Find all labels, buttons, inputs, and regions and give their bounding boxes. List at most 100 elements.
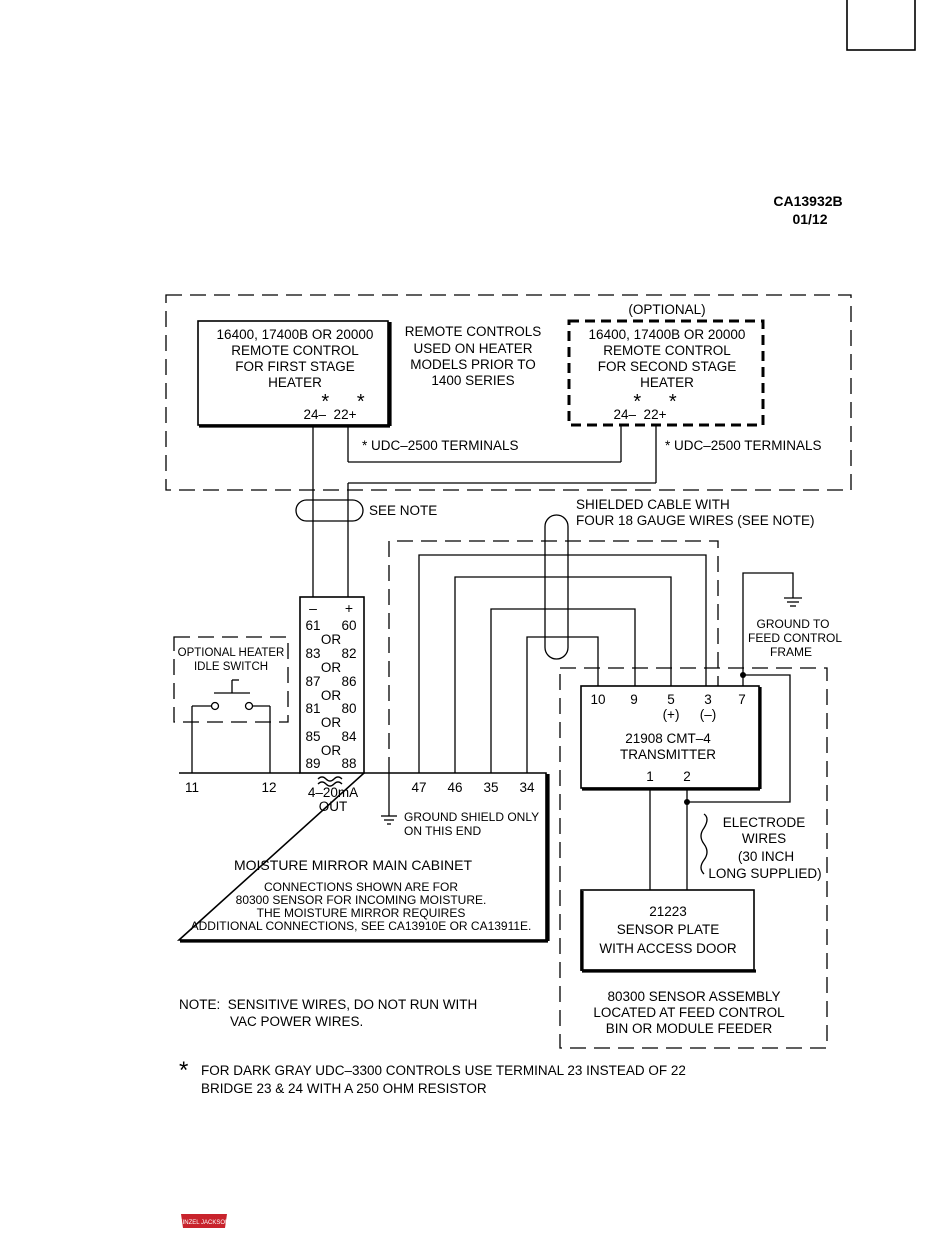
electrode-label: LONG SUPPLIED) bbox=[708, 866, 821, 881]
electrode-label: (30 INCH bbox=[738, 849, 794, 864]
transmitter-polarity: (+) bbox=[663, 707, 680, 722]
idle-switch-label: IDLE SWITCH bbox=[194, 661, 268, 673]
cabinet-terminal: 47 bbox=[411, 780, 426, 795]
wire-47-to-3 bbox=[418, 554, 707, 773]
output-label: 4–20mA bbox=[308, 785, 358, 800]
ground-shield-note: ON THIS END bbox=[404, 824, 481, 838]
remote-first-terminals: 24– 22+ bbox=[304, 407, 357, 422]
wire-35-to-9 bbox=[490, 608, 636, 773]
footnote-star: * bbox=[179, 1057, 188, 1084]
cabinet-ground-icon bbox=[381, 773, 397, 825]
terminal-or: OR bbox=[321, 688, 342, 703]
remote-control-first-stage: 16400, 17400B OR 20000 REMOTE CONTROL FO… bbox=[197, 320, 392, 428]
sensor-plate-21223: 21223 SENSOR PLATE WITH ACCESS DOOR bbox=[580, 889, 756, 973]
electrode-label: WIRES bbox=[742, 831, 786, 846]
ground-frame-label: GROUND TO bbox=[757, 617, 830, 631]
company-logo: KINZEL JACKSON bbox=[179, 1214, 230, 1228]
terminal-or: OR bbox=[321, 743, 342, 758]
sensor-plate-label: WITH ACCESS DOOR bbox=[599, 941, 737, 956]
remote-second-line: HEATER bbox=[640, 375, 694, 390]
footnote-line: BRIDGE 23 & 24 WITH A 250 OHM RESISTOR bbox=[201, 1081, 487, 1096]
remote-note-line: REMOTE CONTROLS bbox=[405, 324, 542, 339]
sensor-assembly-label: LOCATED AT FEED CONTROL bbox=[593, 1005, 785, 1020]
terminal-number: 83 bbox=[305, 646, 320, 661]
ground-shield-note: GROUND SHIELD ONLY bbox=[404, 810, 539, 824]
moisture-mirror-main-cabinet: 11 12 47 46 35 34 4–20mA OUT GROUND SHIE… bbox=[176, 772, 550, 943]
transmitter-terminal: 5 bbox=[667, 692, 675, 707]
cable-shield-outline bbox=[388, 540, 719, 773]
remote-note-line: 1400 SERIES bbox=[431, 373, 514, 388]
terminal-number: 89 bbox=[305, 756, 320, 771]
terminal-number: 60 bbox=[341, 618, 356, 633]
cabinet-terminal: 35 bbox=[483, 780, 498, 795]
terminal-number: 87 bbox=[305, 674, 320, 689]
transmitter-label: TRANSMITTER bbox=[620, 747, 716, 762]
cabinet-note: CONNECTIONS SHOWN ARE FOR bbox=[264, 880, 458, 894]
frame-ground-icon bbox=[784, 597, 802, 607]
terminal-number: 84 bbox=[341, 729, 357, 744]
cabinet-note: 80300 SENSOR FOR INCOMING MOISTURE. bbox=[236, 893, 487, 907]
optional-label: (OPTIONAL) bbox=[628, 302, 705, 317]
terminal-strip: – + 61 60 OR 83 82 OR 87 86 OR 81 80 OR … bbox=[299, 596, 365, 774]
sensor-assembly-label: 80300 SENSOR ASSEMBLY bbox=[607, 989, 780, 1004]
transmitter-terminal-bottom: 2 bbox=[683, 769, 691, 784]
terminal-number: 81 bbox=[305, 701, 320, 716]
ground-frame-label: FRAME bbox=[770, 645, 812, 659]
drawing-date: 01/12 bbox=[792, 211, 827, 227]
cabinet-terminal: 46 bbox=[447, 780, 462, 795]
wire-7-to-2 bbox=[687, 674, 791, 803]
sensor-plate-label: SENSOR PLATE bbox=[617, 922, 720, 937]
remote-control-second-stage: 16400, 17400B OR 20000 REMOTE CONTROL FO… bbox=[567, 319, 765, 427]
terminal-or: OR bbox=[321, 660, 342, 675]
note-line: NOTE: SENSITIVE WIRES, DO NOT RUN WITH bbox=[179, 997, 477, 1012]
udc-terminals-label-second: * UDC–2500 TERMINALS bbox=[665, 438, 822, 453]
terminal-number: 61 bbox=[305, 618, 320, 633]
note-line: VAC POWER WIRES. bbox=[230, 1014, 363, 1029]
cabinet-title: MOISTURE MIRROR MAIN CABINET bbox=[234, 857, 472, 873]
cabinet-terminal: 11 bbox=[185, 780, 199, 795]
remote-first-line: REMOTE CONTROL bbox=[231, 343, 359, 358]
cabinet-note: THE MOISTURE MIRROR REQUIRES bbox=[257, 906, 466, 920]
remote-first-line: HEATER bbox=[268, 375, 322, 390]
electrode-brace bbox=[700, 813, 708, 875]
shielded-cable-label: SHIELDED CABLE WITH bbox=[576, 497, 730, 512]
udc-terminals-label-first: * UDC–2500 TERMINALS bbox=[362, 438, 519, 453]
sensor-plate-label: 21223 bbox=[649, 904, 687, 919]
footnote-line: FOR DARK GRAY UDC–3300 CONTROLS USE TERM… bbox=[201, 1063, 686, 1078]
idle-switch-symbol bbox=[191, 679, 271, 773]
transmitter-terminal: 10 bbox=[590, 692, 605, 707]
ground-frame-label: FEED CONTROL bbox=[748, 631, 842, 645]
sensor-assembly-label: BIN OR MODULE FEEDER bbox=[606, 1021, 773, 1036]
cabinet-terminal: 34 bbox=[519, 780, 535, 795]
transmitter-terminal: 7 bbox=[738, 692, 746, 707]
terminal-number: 80 bbox=[341, 701, 356, 716]
transmitter-terminal: 3 bbox=[704, 692, 712, 707]
corner-tab-box bbox=[846, 0, 916, 51]
remote-first-line: 16400, 17400B OR 20000 bbox=[217, 327, 374, 342]
cabinet-terminal: 12 bbox=[261, 780, 276, 795]
idle-switch-label: OPTIONAL HEATER bbox=[178, 647, 285, 659]
logo-text: KINZEL JACKSON bbox=[179, 1220, 230, 1226]
remote-first-line: FOR FIRST STAGE bbox=[235, 359, 355, 374]
remote-second-line: REMOTE CONTROL bbox=[603, 343, 731, 358]
remote-second-line: 16400, 17400B OR 20000 bbox=[589, 327, 746, 342]
terminal-number: 82 bbox=[341, 646, 356, 661]
see-note-label: SEE NOTE bbox=[369, 503, 437, 518]
remote-note-line: USED ON HEATER bbox=[413, 341, 532, 356]
terminal-minus: – bbox=[309, 600, 317, 616]
wire-7-to-ground bbox=[742, 572, 794, 686]
output-label: OUT bbox=[319, 799, 348, 814]
terminal-plus: + bbox=[345, 600, 353, 616]
electrode-label: ELECTRODE bbox=[723, 815, 806, 830]
shielded-cable-sleeve-vertical bbox=[544, 514, 569, 660]
remote-second-terminals: 24– 22+ bbox=[614, 407, 667, 422]
drawing-number: CA13932B bbox=[773, 193, 842, 209]
shielded-cable-label: FOUR 18 GAUGE WIRES (SEE NOTE) bbox=[576, 513, 815, 528]
sensor-assembly-enclosure bbox=[559, 667, 828, 1049]
transmitter-terminal: 9 bbox=[630, 692, 638, 707]
output-wave-symbol bbox=[317, 781, 343, 787]
remote-second-stars: * * bbox=[633, 391, 677, 413]
terminal-or: OR bbox=[321, 632, 342, 647]
remote-first-stars: * * bbox=[321, 391, 365, 413]
